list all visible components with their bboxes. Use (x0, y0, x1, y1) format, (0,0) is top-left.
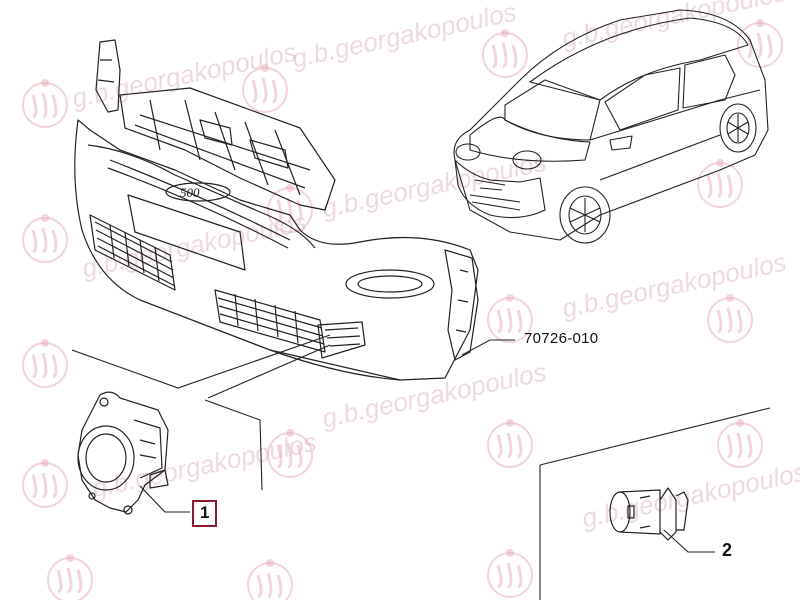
gbg-logo-icon (696, 157, 744, 209)
gbg-logo-icon (486, 547, 534, 599)
gbg-logo-icon (21, 212, 69, 264)
clip-ref-label: 2 (722, 540, 733, 560)
gbg-logo-icon (266, 427, 314, 479)
retaining-clip (609, 487, 689, 541)
gbg-logo-icon (716, 417, 764, 469)
gbg-logo-icon (246, 557, 294, 600)
front-bumper: 500 (74, 39, 479, 381)
gbg-logo-icon (486, 417, 534, 469)
gbg-logo-icon (241, 62, 289, 114)
leader-lines (71, 334, 771, 600)
fog-lamp (77, 391, 169, 515)
car-illustration (453, 9, 769, 244)
fog-lamp-ref-label: 1 (192, 500, 218, 527)
gbg-logo-icon (266, 182, 314, 234)
gbg-logo-icon (21, 337, 69, 389)
gbg-logo-icon (21, 77, 69, 129)
gbg-logo-icon (736, 17, 784, 69)
gbg-logo-icon (46, 552, 94, 600)
gbg-logo-icon (706, 292, 754, 344)
gbg-logo-icon (481, 27, 529, 79)
gbg-logo-icon (21, 457, 69, 509)
bumper-part-number: 70726-010 (524, 330, 599, 347)
